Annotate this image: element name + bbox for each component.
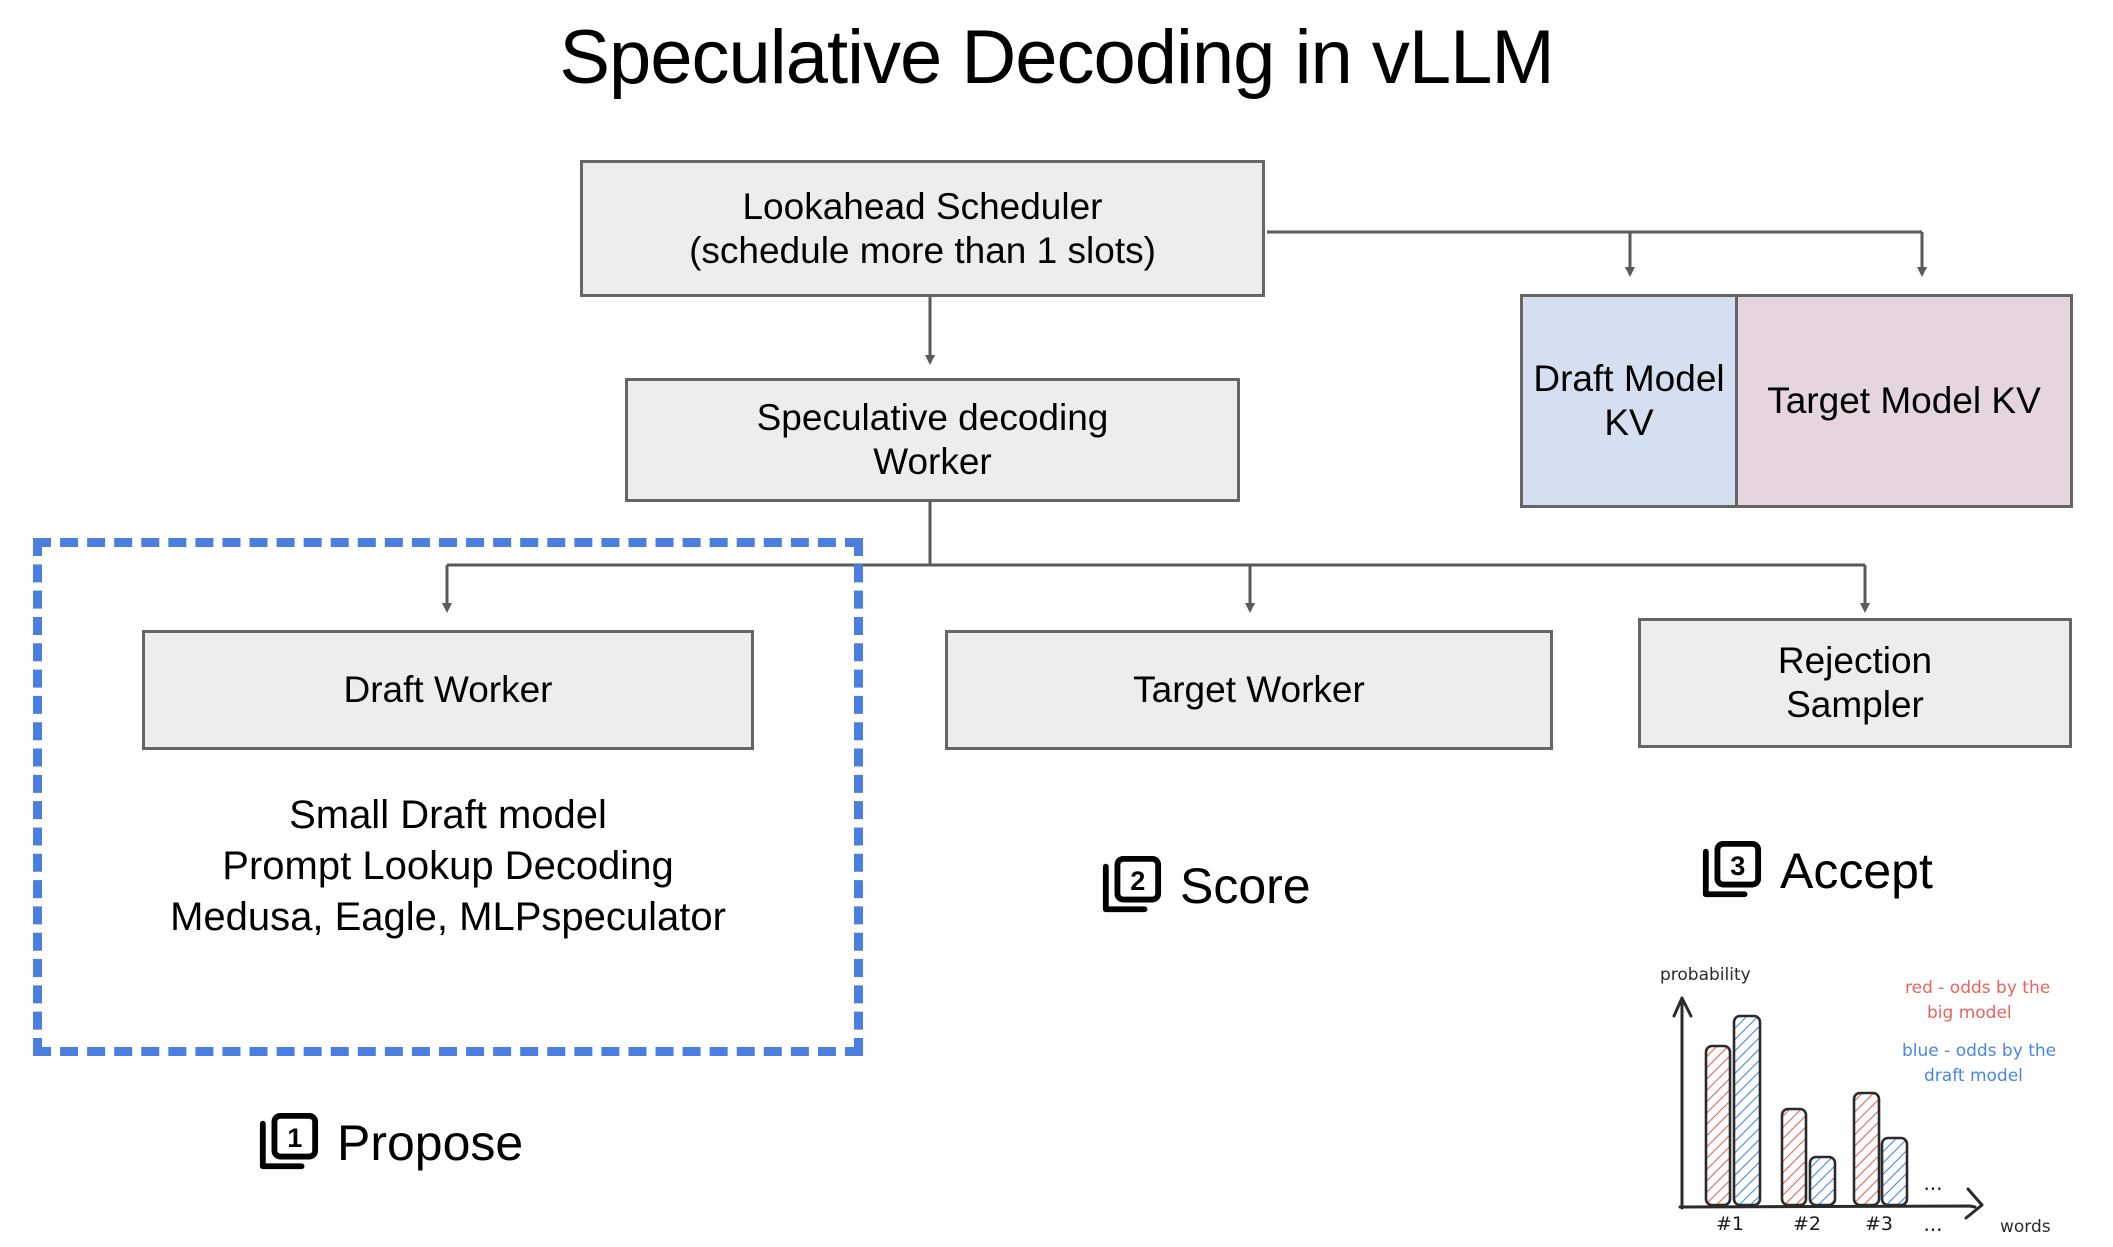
stacked-squares-2-icon: 2: [1102, 855, 1162, 913]
stacked-squares-3-icon: 3: [1702, 840, 1762, 898]
legend-blue-line-1: blue - odds by the: [1902, 1041, 2056, 1061]
spec-worker-line-2: Worker: [873, 441, 992, 482]
bar-blue-3: [1880, 1136, 1909, 1207]
step-propose[interactable]: 1 Propose: [257, 1112, 523, 1174]
bar-red-3: [1852, 1091, 1881, 1207]
page-title: Speculative Decoding in vLLM: [559, 15, 1554, 100]
chart-ellipsis-lower: ...: [1923, 1212, 1942, 1236]
bar-blue-1: [1732, 1014, 1762, 1207]
legend-red-line-2: big model: [1927, 1003, 2012, 1023]
chart-bar-group-2: [1780, 1107, 1837, 1207]
rejection-sampler-line-1: Rejection: [1777, 640, 1933, 682]
scheduler-line-1: Lookahead Scheduler: [742, 185, 1103, 227]
box-rejection-sampler[interactable]: Rejection Sampler: [1638, 618, 2072, 748]
chart-tick-2: #2: [1793, 1213, 1821, 1235]
box-draft-model-kv[interactable]: Draft Model KV: [1520, 294, 1738, 508]
step-2-label: Score: [1180, 858, 1311, 914]
draft-kv-line-2: Model: [1623, 357, 1725, 399]
chart-ellipsis-upper: ...: [1923, 1171, 1942, 1195]
draft-note-line-1: Small Draft model: [289, 793, 607, 837]
chart-ylabel: probability: [1660, 965, 1751, 985]
box-draft-worker[interactable]: Draft Worker: [142, 630, 754, 750]
chart-legend-blue: blue - odds by the draft model: [1902, 1041, 2056, 1086]
box-lookahead-scheduler[interactable]: Lookahead Scheduler (schedule more than …: [580, 160, 1265, 297]
spec-worker-line-1: Speculative decoding: [756, 397, 1109, 439]
draft-note-line-2: Prompt Lookup Decoding: [222, 844, 674, 889]
box-target-worker[interactable]: Target Worker: [945, 630, 1553, 750]
legend-blue-line-2: draft model: [1924, 1066, 2023, 1086]
rejection-sampler-line-2: Sampler: [1786, 684, 1924, 725]
draft-kv-line-1: Draft: [1533, 357, 1614, 399]
draft-kv-line-3: KV: [1604, 402, 1654, 443]
bar-red-1: [1704, 1044, 1732, 1207]
chart-xlabel: words: [2000, 1217, 2051, 1237]
step-1-number: 1: [287, 1122, 302, 1153]
step-3-number: 3: [1730, 850, 1745, 881]
chart-bar-group-1: [1704, 1014, 1762, 1207]
box-speculative-decoding-worker[interactable]: Speculative decoding Worker: [625, 378, 1240, 502]
draft-worker-label: Draft Worker: [343, 669, 553, 711]
step-2-number: 2: [1130, 865, 1145, 896]
chart-svg: probability words #1 #2: [1660, 965, 2056, 1237]
step-3-label: Accept: [1780, 843, 1933, 899]
step-1-label: Propose: [337, 1115, 524, 1171]
draft-worker-notes: Small Draft model Prompt Lookup Decoding…: [33, 790, 863, 944]
bar-red-2: [1780, 1107, 1808, 1207]
scheduler-line-2: (schedule more than 1 slots): [689, 229, 1156, 271]
chart-legend-red: red - odds by the big model: [1905, 978, 2050, 1023]
propose-highlight-region: [33, 538, 863, 1056]
legend-red-line-1: red - odds by the: [1905, 978, 2050, 998]
accept-probability-chart: probability words #1 #2: [1630, 940, 2110, 1240]
chart-x-axis: [1678, 1187, 1984, 1220]
chart-tick-3: #3: [1865, 1213, 1893, 1235]
draft-note-line-3: Medusa, Eagle, MLPspeculator: [170, 895, 726, 940]
box-target-model-kv[interactable]: Target Model KV: [1735, 294, 2073, 508]
step-score[interactable]: 2 Score: [1100, 855, 1311, 917]
chart-y-axis: [1672, 996, 1693, 1210]
chart-bar-group-3: [1852, 1091, 1909, 1207]
chart-tick-1: #1: [1716, 1213, 1744, 1235]
target-worker-label: Target Worker: [1133, 669, 1365, 711]
target-kv-line-2: KV: [1991, 379, 2041, 421]
target-kv-line-1: Target Model: [1767, 379, 1982, 421]
bar-blue-2: [1808, 1155, 1837, 1207]
stacked-squares-1-icon: 1: [259, 1112, 319, 1170]
step-accept[interactable]: 3 Accept: [1700, 840, 1933, 902]
